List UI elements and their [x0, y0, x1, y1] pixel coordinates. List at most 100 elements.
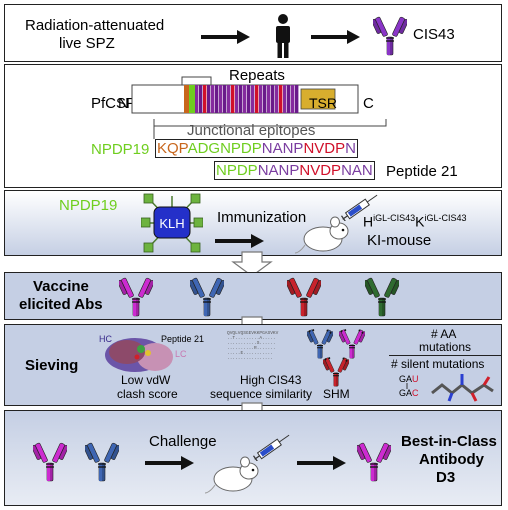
similarity-label-line1: High CIS43: [240, 373, 302, 387]
similarity-label-line2: sequence similarity: [210, 387, 313, 401]
sequence-segment: NVDP: [303, 140, 346, 157]
ki-mouse-label: KI-mouse: [367, 232, 432, 249]
panel-challenge: Challenge Best-in-Class Antibody D3: [4, 410, 502, 506]
best-in-class-label-line1: Best-in-Class: [401, 433, 497, 450]
repeat-stripe: [267, 85, 271, 113]
lc-label: LC: [175, 349, 187, 359]
codon-bottom-prefix: GA: [399, 388, 413, 398]
amino-acid-stick-icon: [431, 374, 494, 402]
vdw-label-line2: clash score: [117, 387, 178, 401]
antibody-icon: [307, 329, 333, 359]
vaccine-elicited-label-line1: Vaccine: [33, 278, 89, 295]
sequence-segment: NPDP: [216, 162, 258, 179]
codon-bottom-variant: C: [412, 388, 419, 398]
syringe-icon: [341, 194, 378, 221]
silent-mutations-label: # silent mutations: [391, 357, 485, 371]
syringe-icon: [253, 434, 290, 461]
ki-mouse-genotype: HiGL-CIS43KiGL-CIS43: [363, 213, 467, 230]
npdp19-sequence: KQPADGNPDPNANPNVDPN: [155, 139, 358, 158]
repeat-stripe: [195, 85, 199, 113]
repeat-stripe: [279, 85, 283, 113]
repeat-stripe: [295, 85, 299, 113]
arrow-icon: [145, 456, 194, 470]
vdw-label-line1: Low vdW: [121, 373, 171, 387]
repeat-stripe: [259, 85, 263, 113]
sequence-segment: N: [345, 140, 356, 157]
flow-down-arrow-icon: [231, 251, 273, 277]
alignment-row: .................: [227, 356, 273, 361]
panel-immunogen-source: Radiation-attenuated live SPZ CIS43: [4, 4, 502, 62]
codon-bottom: GAC: [399, 388, 419, 398]
tsr-label: TSR: [309, 95, 337, 111]
repeat-stripe: [263, 85, 267, 113]
pfcsp-label: PfCSP: [91, 95, 137, 112]
repeat-stripe: [275, 85, 279, 113]
antibody-icon: [365, 277, 399, 317]
junctional-bracket: [153, 119, 387, 139]
structure-surface-image: [105, 338, 173, 372]
repeat-stripe: [203, 85, 207, 113]
hc-label: HC: [99, 334, 112, 344]
kappa-chain-allele: K: [415, 213, 425, 230]
antibody-icon: [190, 277, 224, 317]
aa-mutations-label-line2: mutations: [419, 340, 472, 354]
repeat-stripe: [251, 85, 255, 113]
repeat-stripe: [207, 85, 211, 113]
person-icon: [276, 14, 290, 58]
repeat-stripe: [199, 85, 203, 113]
arrow-icon: [297, 456, 346, 470]
repeat-stripe: [247, 85, 251, 113]
antibody-icon: [357, 442, 391, 482]
junctional-epitopes-label: Junctional epitopes: [187, 122, 316, 139]
kappa-chain-allele-superscript: iGL-CIS43: [424, 213, 467, 223]
panel-immunization: NPDP19 KLH Immunization HiGL-CIS43KiGL-C…: [4, 190, 502, 256]
n-terminus-label: N: [118, 95, 129, 112]
arrow-icon: [215, 234, 264, 248]
repeats-label: Repeats: [229, 67, 285, 84]
panel-vaccine-elicited: Vaccine elicited Abs: [4, 272, 502, 320]
pfcsp-domain-bar: [131, 76, 359, 114]
shm-label: SHM: [323, 387, 350, 401]
repeat-stripe: [219, 85, 223, 113]
alignment-row: QVQLVQSGEVKKPGASVKV: [227, 331, 279, 336]
antibody-icon: [33, 442, 67, 482]
repeat-stripe: [255, 85, 259, 113]
alignment-row: ..T.........A.....: [227, 336, 276, 341]
peptide21-sequence: NPDPNANPNVDPNAN: [214, 161, 375, 180]
repeat-stripe: [291, 85, 295, 113]
sequence-segment: NANP: [257, 162, 300, 179]
klh-label: KLH: [159, 216, 184, 231]
repeat-stripe: [223, 85, 227, 113]
mouse-icon: [205, 456, 259, 494]
vaccine-elicited-label-line2: elicited Abs: [19, 296, 103, 313]
repeat-stripe: [283, 85, 287, 113]
codon-top: GAU: [399, 374, 419, 384]
challenge-label: Challenge: [149, 433, 217, 450]
sequence-segment: ADGNPDP: [187, 140, 262, 157]
spz-label-line2: live SPZ: [59, 35, 115, 52]
antibody-icon: [85, 442, 119, 482]
peptide21-label: Peptide 21: [386, 163, 458, 180]
aa-mutations-label-line1: # AA: [431, 327, 457, 341]
panel-sieving: Sieving HC LC Peptide 21 Low vdW clash s…: [4, 324, 502, 406]
ratio-divider: [389, 355, 501, 356]
antibody-icon: [323, 357, 349, 387]
alignment-row: ...........S......: [227, 341, 276, 346]
repeat-stripe: [231, 85, 235, 113]
repeat-stripe: [215, 85, 219, 113]
sequence-alignment: QVQLVQSGEVKKPGASVKV..T.........A........…: [227, 331, 278, 361]
repeat-stripe: [235, 85, 239, 113]
peptide21-structure-label: Peptide 21: [161, 334, 205, 344]
heavy-chain-allele: H: [363, 213, 374, 230]
codon-top-variant: U: [412, 374, 419, 384]
sequence-segment: KQP: [157, 140, 188, 157]
spz-label-line1: Radiation-attenuated: [25, 17, 165, 34]
antibody-icon: [287, 277, 321, 317]
repeat-stripe: [271, 85, 275, 113]
heavy-chain-allele-superscript: iGL-CIS43: [373, 213, 416, 223]
repeat-stripe: [243, 85, 247, 113]
antibody-icon: [339, 329, 365, 359]
npdp19-label: NPDP19: [59, 197, 118, 214]
arrow-icon: [311, 30, 360, 44]
codon-link-icon: [406, 383, 408, 389]
